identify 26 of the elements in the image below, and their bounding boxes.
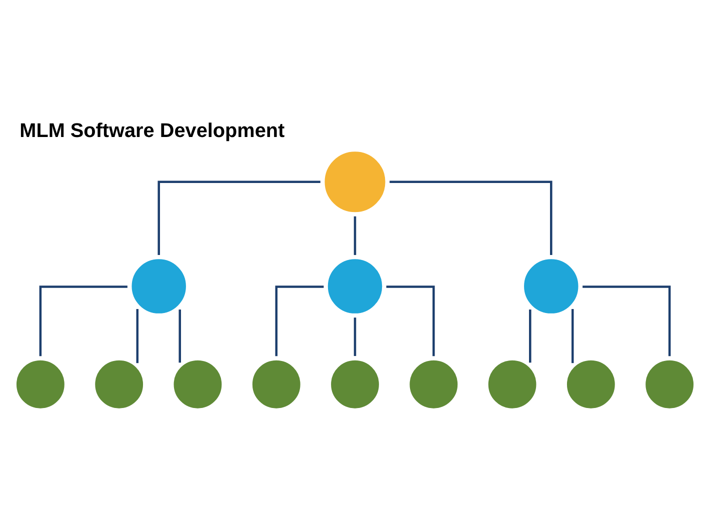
node-person <box>566 359 616 409</box>
connector <box>354 216 356 255</box>
node-person <box>523 258 580 314</box>
node-person <box>408 359 458 409</box>
node-person <box>172 359 223 409</box>
node-person <box>16 359 66 409</box>
node-person <box>487 359 538 409</box>
connector <box>136 308 139 363</box>
connector <box>354 317 356 356</box>
connector <box>582 285 671 356</box>
connector <box>386 285 435 356</box>
node-person <box>324 150 386 213</box>
connector <box>571 308 574 363</box>
node-person <box>130 258 187 314</box>
connector <box>275 285 324 356</box>
node-person <box>252 359 302 409</box>
node-person <box>326 258 384 314</box>
connector <box>390 180 552 254</box>
node-person <box>644 359 694 409</box>
connector <box>529 309 532 362</box>
connector <box>178 309 181 362</box>
node-person <box>94 359 144 409</box>
connector <box>158 180 320 254</box>
connector <box>39 285 128 356</box>
node-person <box>330 359 380 409</box>
diagram-title: MLM Software Development <box>20 120 285 142</box>
